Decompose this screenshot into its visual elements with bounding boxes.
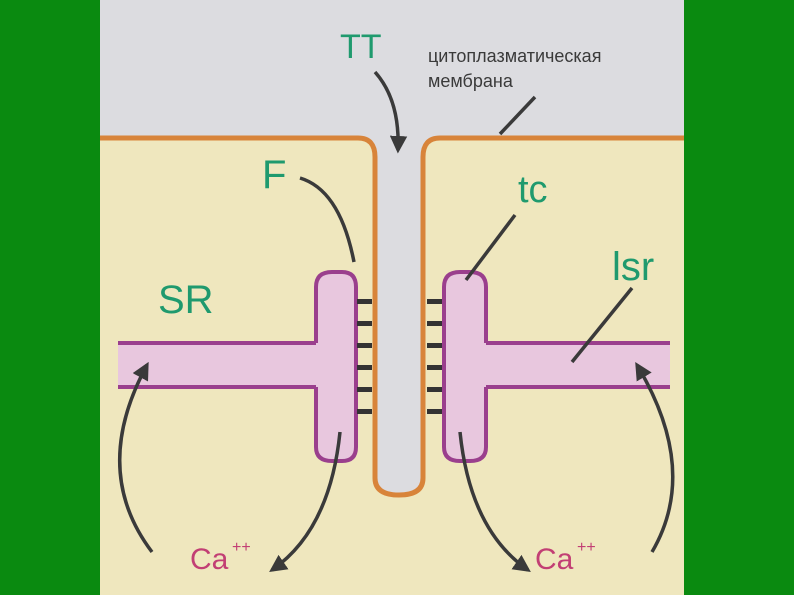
foot-right-1 [427,299,442,304]
sr-right-body [444,272,670,461]
junctional-feet-left [357,299,372,414]
label-ca-right: Ca [535,543,574,576]
label-ca-left: Ca [190,543,229,576]
membrane-pointer-line [498,95,537,136]
label-ca-left-charge: ++ [232,539,251,556]
label-tc: tc [518,169,548,211]
f-pointer-line [299,176,356,263]
label-tt: TT [340,28,382,66]
tt-arrow [373,70,408,154]
foot-right-6 [427,409,442,414]
label-membrane-line2: мембрана [428,71,514,91]
foot-left-2 [357,321,372,326]
cytoplasmic-membrane [100,135,684,498]
foot-left-1 [357,299,372,304]
foot-left-3 [357,343,372,348]
lsr-pointer-line [570,286,634,364]
sr-left [118,270,358,463]
ca-uptake-arrow-left [117,361,154,554]
foot-left-6 [357,409,372,414]
sr-left-body [118,272,356,461]
label-f: F [262,153,286,197]
tc-pointer-line [464,213,517,282]
ca-uptake-arrow-right [635,361,675,553]
junctional-feet-right [427,299,442,414]
ca-release-arrow-right [458,431,531,572]
foot-right-5 [427,387,442,392]
foot-right-2 [427,321,442,326]
label-ca-right-charge: ++ [577,539,596,556]
sr-right [442,270,670,463]
foot-right-3 [427,343,442,348]
label-lsr: lsr [612,245,654,289]
sr-left-terminal-cistern [314,270,358,463]
label-sr: SR [158,278,214,322]
foot-right-4 [427,365,442,370]
foot-left-5 [357,387,372,392]
sr-right-terminal-cistern [442,270,488,463]
label-membrane-line1: цитоплазматическая [428,46,601,66]
foot-left-4 [357,365,372,370]
extracellular-space [100,0,684,495]
ca-release-arrow-left [269,431,342,572]
